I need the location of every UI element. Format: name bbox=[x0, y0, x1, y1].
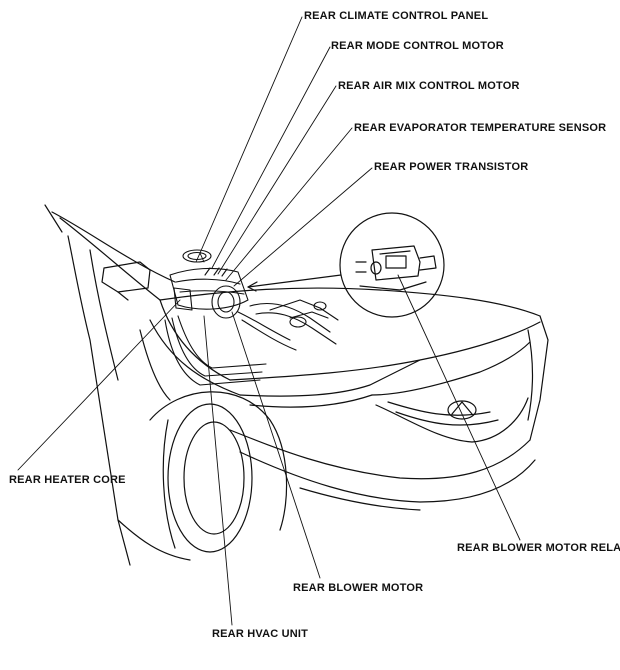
label-rear-power-transistor: REAR POWER TRANSISTOR bbox=[374, 161, 529, 173]
relay-detail-inset bbox=[247, 212, 445, 318]
label-rear-air-mix-control-motor: REAR AIR MIX CONTROL MOTOR bbox=[338, 80, 520, 92]
hvac-components bbox=[164, 249, 339, 386]
label-rear-climate-control-panel: REAR CLIMATE CONTROL PANEL bbox=[304, 10, 489, 22]
label-rear-mode-control-motor: REAR MODE CONTROL MOTOR bbox=[331, 40, 504, 52]
vehicle-body bbox=[44, 204, 549, 566]
label-rear-hvac-unit: REAR HVAC UNIT bbox=[212, 628, 309, 640]
label-rear-blower-motor: REAR BLOWER MOTOR bbox=[293, 582, 424, 594]
label-rear-blower-motor-relay: REAR BLOWER MOTOR RELAY bbox=[457, 542, 620, 554]
leader-lines bbox=[17, 16, 521, 626]
label-rear-evaporator-temperature-sensor: REAR EVAPORATOR TEMPERATURE SENSOR bbox=[354, 122, 607, 134]
label-rear-heater-core: REAR HEATER CORE bbox=[9, 474, 126, 486]
